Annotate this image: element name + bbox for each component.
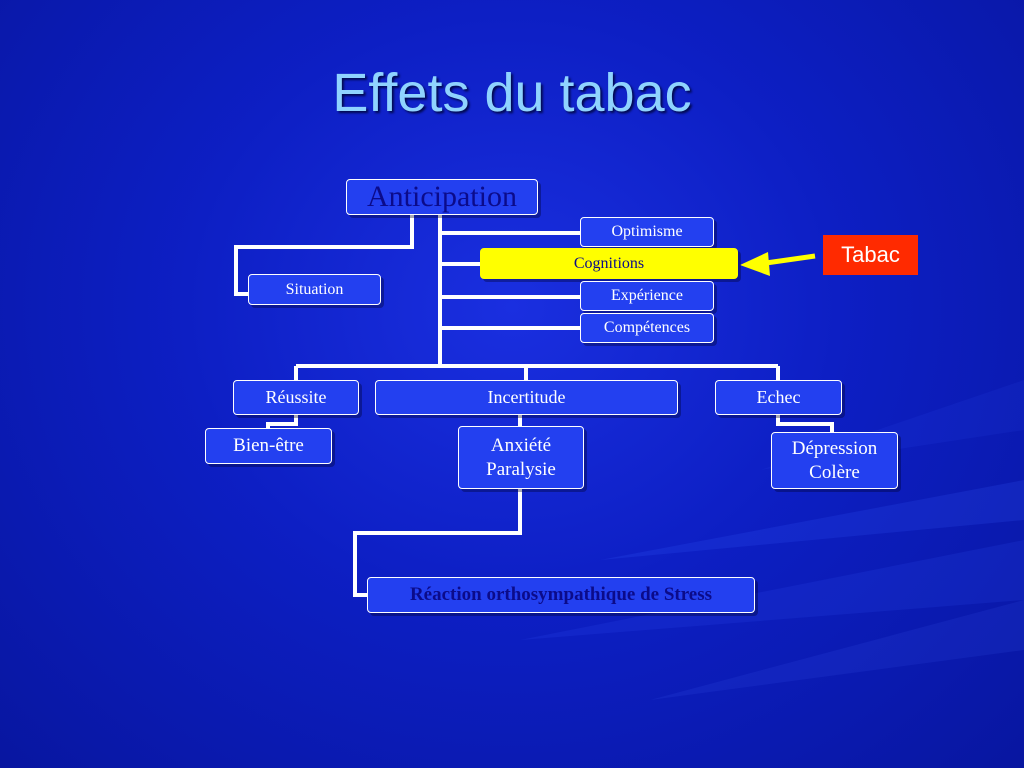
- node-anxiete-label: Anxiété: [490, 434, 552, 456]
- node-anticipation-label: Anticipation: [367, 180, 517, 213]
- node-optimisme: Optimisme: [580, 217, 714, 247]
- node-stress: Réaction orthosympathique de Stress: [367, 577, 755, 613]
- arrow-icon: [740, 252, 816, 276]
- node-optimisme-label: Optimisme: [611, 223, 683, 240]
- node-depression-label: Dépression: [791, 437, 878, 459]
- node-anticipation: Anticipation: [346, 179, 538, 215]
- node-situation-label: Situation: [285, 280, 344, 298]
- callout-tabac: Tabac: [823, 235, 918, 275]
- node-echec-label: Echec: [756, 387, 801, 407]
- node-experience: Expérience: [580, 281, 714, 311]
- node-depression-colere: Dépression Colère: [771, 432, 898, 489]
- node-stress-label: Réaction orthosympathique de Stress: [409, 584, 713, 605]
- node-incertitude: Incertitude: [375, 380, 678, 415]
- node-situation: Situation: [248, 274, 381, 305]
- node-anxiete-paralysie: Anxiété Paralysie: [458, 426, 584, 489]
- node-reussite: Réussite: [233, 380, 359, 415]
- node-competences-label: Compétences: [603, 319, 691, 336]
- node-incertitude-label: Incertitude: [487, 387, 566, 407]
- node-bien-etre-label: Bien-être: [233, 435, 304, 456]
- node-competences: Compétences: [580, 313, 714, 343]
- node-cognitions-label: Cognitions: [573, 254, 645, 272]
- slide-title: Effets du tabac: [332, 63, 692, 123]
- node-experience-label: Expérience: [611, 287, 683, 304]
- node-reussite-label: Réussite: [265, 387, 327, 407]
- node-cognitions: Cognitions: [480, 248, 738, 279]
- node-echec: Echec: [715, 380, 842, 415]
- node-colere-label: Colère: [809, 461, 860, 483]
- node-paralysie-label: Paralysie: [486, 458, 556, 480]
- node-bien-etre: Bien-être: [205, 428, 332, 464]
